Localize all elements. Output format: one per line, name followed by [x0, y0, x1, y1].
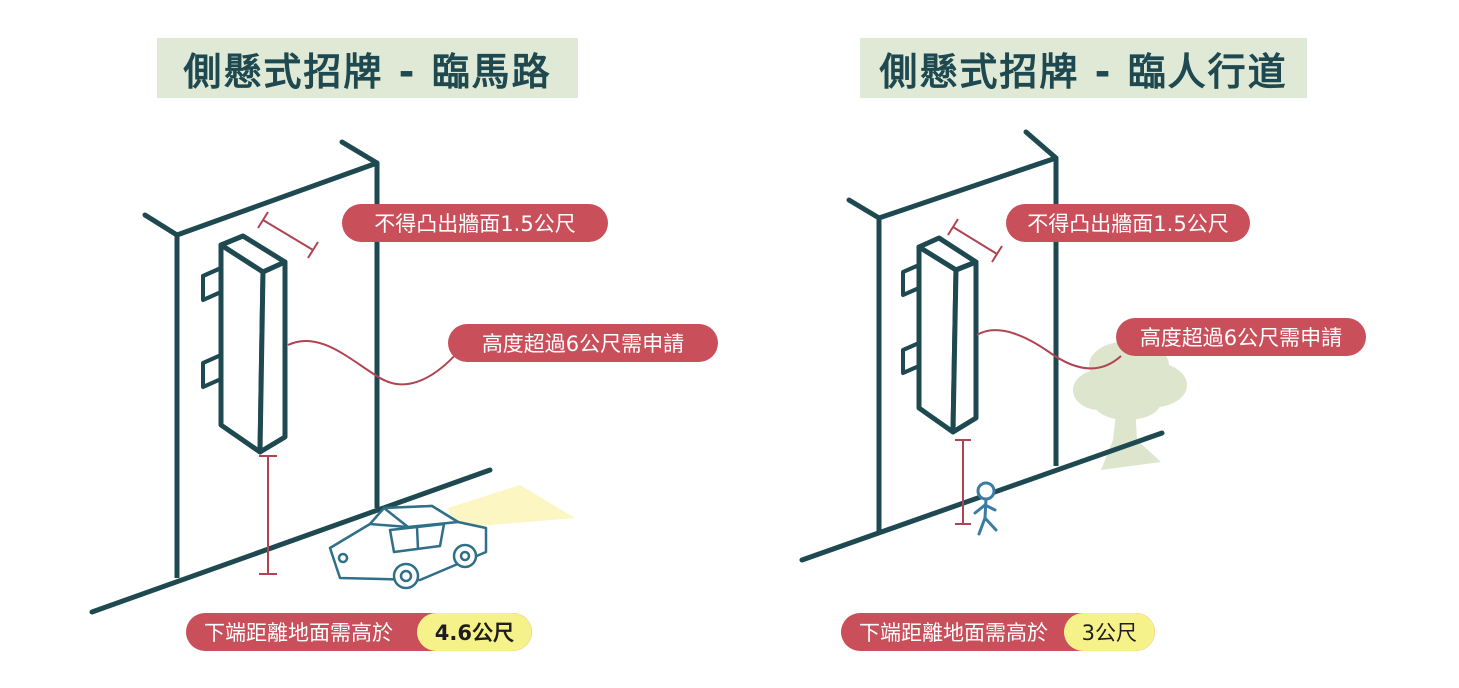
height-label-sidewalk: 高度超過6公尺需申請: [1116, 318, 1366, 356]
ground-line: [89, 467, 493, 615]
building-wall: [174, 160, 380, 578]
clearance-badge-road: 下端距離地面需高於 4.6公尺: [186, 613, 532, 651]
side-sign: [218, 233, 288, 455]
panel-road: 側懸式招牌 - 臨馬路: [0, 0, 729, 688]
clearance-label-road: 下端距離地面需高於: [204, 621, 393, 645]
title-sidewalk: 側懸式招牌 - 臨人行道: [860, 38, 1307, 98]
protrusion-label-road: 不得凸出牆面1.5公尺: [342, 204, 608, 242]
protrusion-dimension: [947, 218, 1003, 263]
panel-sidewalk: 側懸式招牌 - 臨人行道: [729, 0, 1458, 688]
clearance-value-road: 4.6公尺: [416, 613, 532, 651]
height-leader: [976, 329, 1122, 370]
protrusion-dimension: [257, 211, 319, 259]
clearance-dimension: [259, 455, 277, 575]
clearance-dimension: [955, 439, 971, 525]
clearance-value-sidewalk: 3公尺: [1063, 613, 1155, 651]
building-roof-right: [339, 139, 380, 166]
clearance-badge-sidewalk: 下端距離地面需高於 3公尺: [841, 613, 1155, 651]
person-icon: [973, 481, 998, 536]
height-label-road: 高度超過6公尺需申請: [448, 324, 718, 362]
building-roof-left: [846, 197, 882, 221]
sidewalk-illustration: [799, 129, 1187, 563]
protrusion-label-sidewalk: 不得凸出牆面1.5公尺: [1006, 204, 1250, 242]
title-road: 側懸式招牌 - 臨馬路: [157, 38, 578, 98]
building-roof-right: [1023, 129, 1059, 161]
mounting-bracket-top: [201, 266, 223, 302]
building-roof-left: [142, 212, 180, 238]
tree-icon: [1073, 341, 1187, 470]
mounting-bracket-bottom: [201, 353, 223, 389]
height-leader: [287, 339, 459, 386]
car-icon: [328, 504, 488, 590]
headlight-beam: [448, 485, 575, 528]
building-wall: [876, 155, 1059, 532]
road-illustration: [89, 139, 575, 615]
side-sign: [916, 235, 979, 435]
clearance-label-sidewalk: 下端距離地面需高於: [859, 621, 1048, 645]
